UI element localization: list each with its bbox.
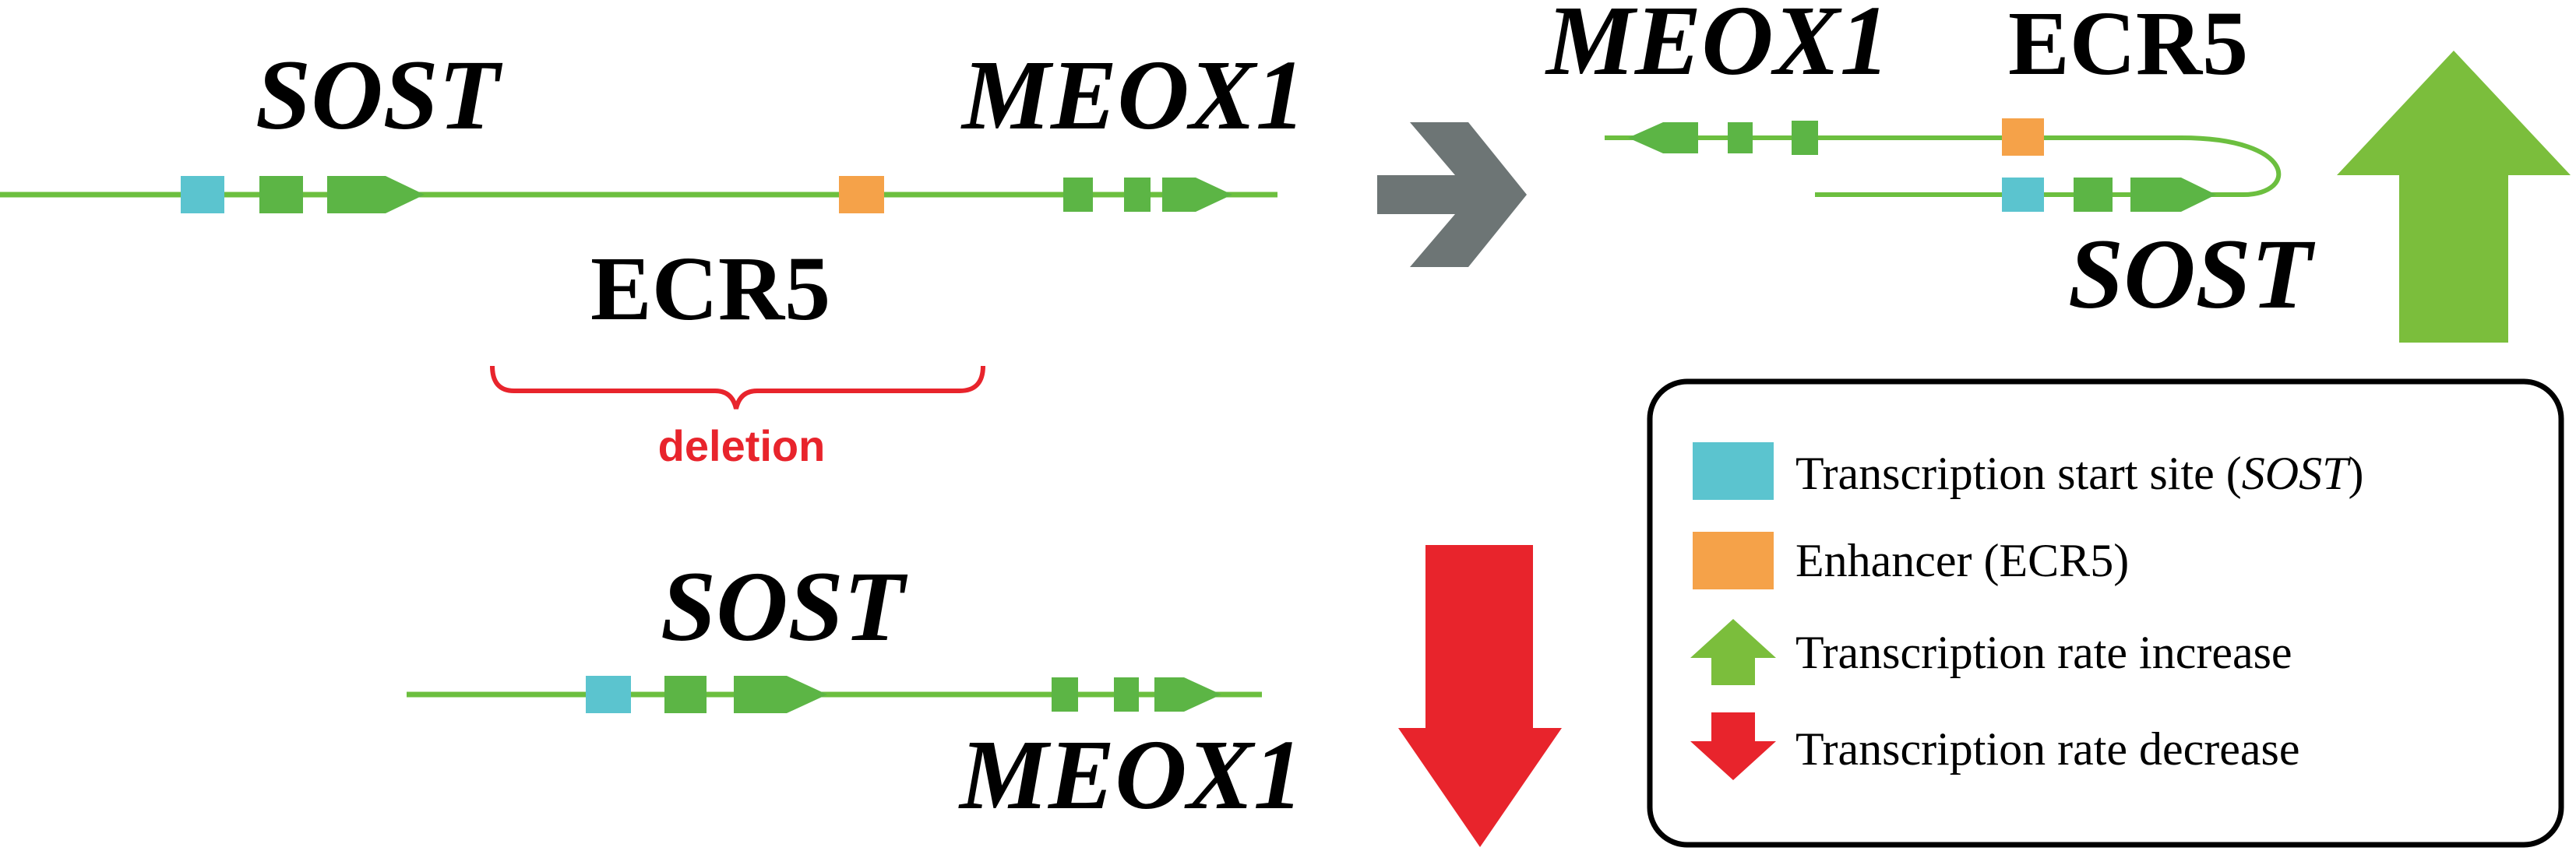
looped-ecr5-label: ECR5 (2008, 0, 2248, 94)
legend-tss-swatch (1693, 442, 1774, 500)
deleted-sost-exon-1 (664, 676, 707, 713)
ecr5-enhancer-marker (839, 176, 884, 213)
legend-enhancer-swatch (1693, 532, 1774, 589)
deletion-bracket (490, 365, 985, 410)
meox1-exon-1 (1063, 178, 1093, 212)
wildtype-ecr5-label: ECR5 (590, 237, 830, 339)
looped-sost-exon-1 (2074, 178, 2113, 212)
legend-enhancer-text: Enhancer (ECR5) (1795, 535, 2129, 586)
legend-increase-icon (1690, 619, 1776, 685)
looped-gene-meox1-label: MEOX1 (1545, 0, 1890, 96)
down-arrow-icon (1398, 545, 1562, 847)
wildtype-gene-meox1-label: MEOX1 (960, 40, 1306, 150)
deleted-meox1-exon-2 (1114, 677, 1139, 712)
legend-increase-text: Transcription rate increase (1795, 627, 2292, 678)
sost-exon-2 (327, 176, 425, 213)
looped-meox1-exon-3 (1628, 122, 1698, 153)
looped-meox1-exon-2 (1728, 122, 1753, 153)
looped-sost-exon-2 (2130, 178, 2216, 212)
looped-sost-tss-marker (2002, 178, 2044, 212)
right-arrow-icon (1377, 122, 1527, 267)
sost-tss-marker (181, 176, 224, 213)
wildtype-gene-sost-label: SOST (255, 40, 503, 150)
legend-decrease-icon (1690, 712, 1776, 780)
sost-exon-1 (259, 176, 303, 213)
legend-box (1647, 378, 2564, 848)
legend: Transcription start site (SOST) Enhancer… (1647, 378, 2564, 848)
deletion-label: deletion (658, 421, 826, 470)
legend-decrease-text: Transcription rate decrease (1795, 723, 2300, 775)
wildtype-locus: SOST MEOX1 ECR5 deletion (0, 40, 1306, 470)
looped-meox1-exon-1 (1792, 121, 1818, 155)
looped-ecr5-marker (2002, 118, 2044, 156)
meox1-exon-2 (1124, 178, 1151, 212)
deleted-gene-sost-label: SOST (661, 551, 908, 662)
deleted-locus: SOST MEOX1 (407, 551, 1303, 830)
deleted-meox1-exon-3 (1154, 677, 1221, 712)
deleted-sost-exon-2 (734, 676, 827, 713)
looped-locus: MEOX1 ECR5 SOST (1545, 0, 2316, 329)
up-arrow-icon (2337, 51, 2571, 343)
deleted-sost-tss-marker (586, 676, 631, 713)
deleted-meox1-exon-1 (1052, 677, 1078, 712)
meox1-exon-3 (1162, 178, 1232, 212)
legend-tss-text: Transcription start site (SOST) (1795, 448, 2363, 499)
deleted-gene-meox1-label: MEOX1 (958, 719, 1303, 830)
looped-strand (1605, 135, 2282, 197)
looped-gene-sost-label: SOST (2068, 219, 2316, 329)
